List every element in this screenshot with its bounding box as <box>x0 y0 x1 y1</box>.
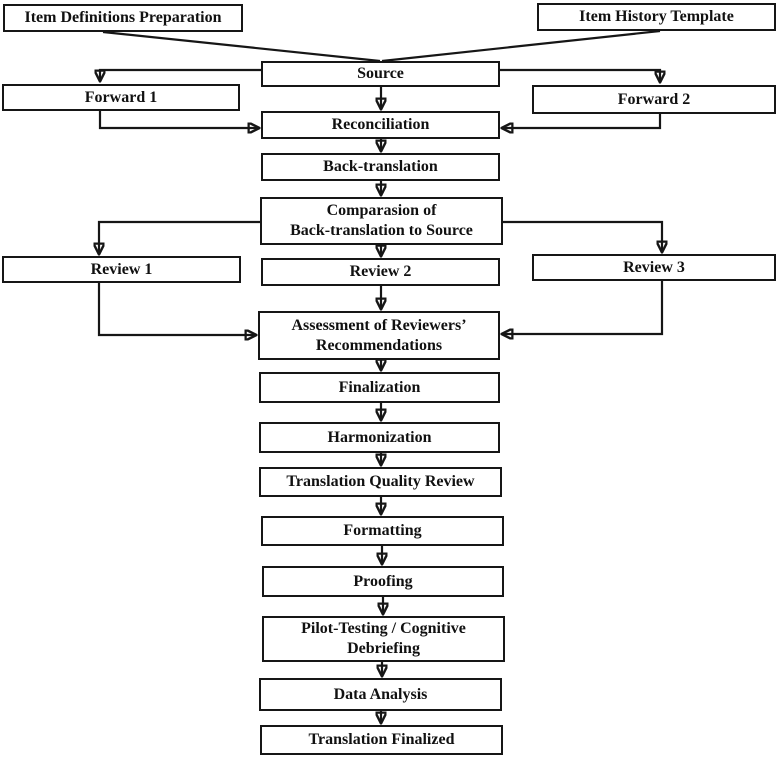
node-proofing: Proofing <box>262 566 504 597</box>
node-back-translation: Back-translation <box>261 153 500 181</box>
edge-forward-1-to-reconciliation <box>98 111 259 128</box>
node-reconciliation: Reconciliation <box>261 111 500 139</box>
node-review-2: Review 2 <box>261 258 500 286</box>
node-assessment-of-reviewers-recommendations: Assessment of Reviewers’ Recommendations <box>258 311 500 360</box>
node-item-definitions-preparation: Item Definitions Preparation <box>3 4 243 32</box>
edge-forward-2-to-reconciliation <box>502 114 662 128</box>
node-data-analysis: Data Analysis <box>259 678 502 711</box>
edge-review-3-to-assessment <box>502 281 664 334</box>
node-finalization: Finalization <box>259 372 500 403</box>
node-forward-2: Forward 2 <box>532 85 776 114</box>
edge-comparison-to-review-1 <box>99 220 260 254</box>
node-translation-quality-review: Translation Quality Review <box>259 467 502 497</box>
node-review-3: Review 3 <box>532 254 776 281</box>
node-harmonization: Harmonization <box>259 422 500 453</box>
edge-source-to-forward-2 <box>500 68 660 82</box>
node-forward-1: Forward 1 <box>2 84 240 111</box>
edge-item-definitions-to-source <box>102 30 381 63</box>
node-review-1: Review 1 <box>2 256 241 283</box>
node-comparison-of-back-translation-to-source: Comparasion of Back-translation to Sourc… <box>260 197 503 245</box>
node-pilot-testing-cognitive-debriefing: Pilot-Testing / Cognitive Debriefing <box>262 616 505 662</box>
node-formatting: Formatting <box>261 516 504 546</box>
edge-source-to-forward-1 <box>100 68 261 81</box>
edge-review-1-to-assessment <box>97 283 256 335</box>
edge-item-history-to-source <box>381 29 661 63</box>
node-translation-finalized: Translation Finalized <box>260 725 503 755</box>
node-item-history-template: Item History Template <box>537 3 776 31</box>
edge-comparison-to-review-3 <box>503 220 662 252</box>
node-source: Source <box>261 61 500 87</box>
